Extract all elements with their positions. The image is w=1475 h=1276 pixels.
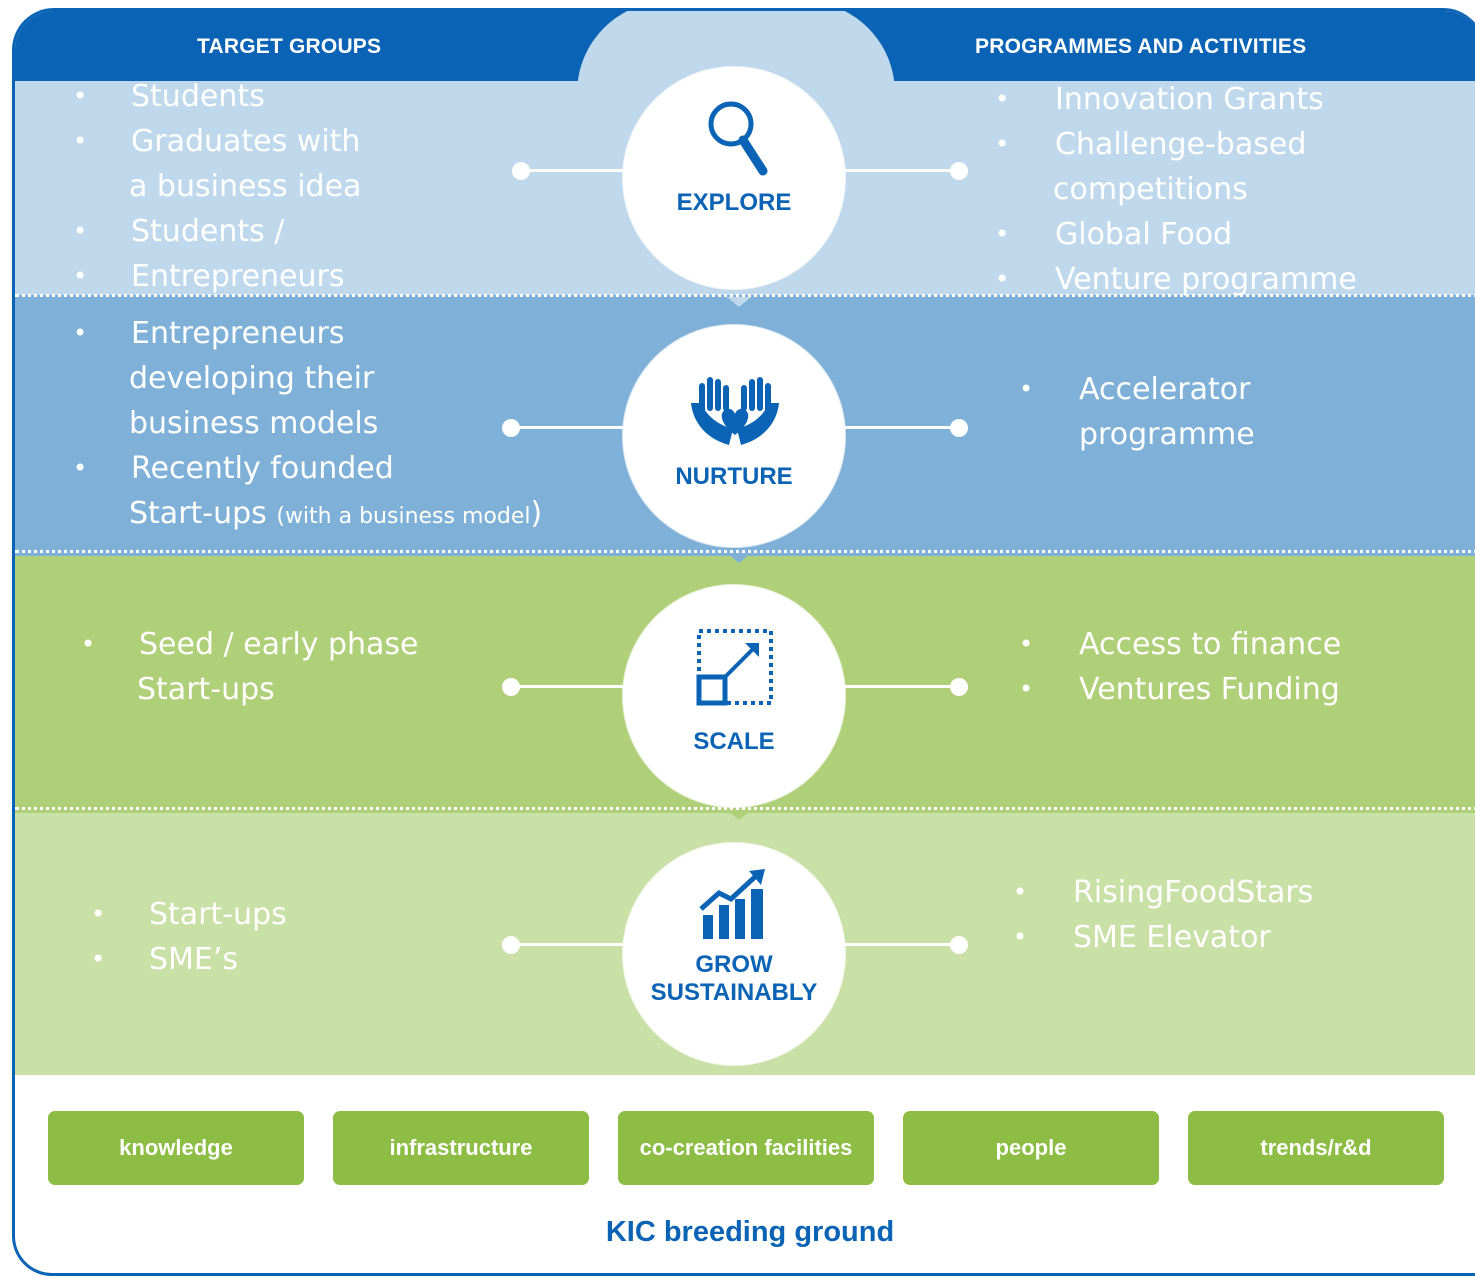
separator-notch xyxy=(727,297,751,307)
growth-chart-icon xyxy=(699,869,765,939)
explore-label: EXPLORE xyxy=(676,189,792,216)
separator xyxy=(15,294,1475,297)
connector-dot xyxy=(950,162,968,180)
grow-label-line1: GROW xyxy=(695,951,773,978)
connector-line xyxy=(521,169,633,172)
programmes-heading: PROGRAMMES AND ACTIVITIES xyxy=(975,35,1307,58)
startups-text: Start-ups xyxy=(129,496,267,531)
connector-line xyxy=(511,426,633,429)
pillar-co-creation-facilities: co-creation facilities xyxy=(618,1111,874,1185)
nurture-circle: NURTURE xyxy=(623,325,845,547)
connector-line xyxy=(511,943,633,946)
grow-circle: GROW SUSTAINABLY xyxy=(623,843,845,1065)
scale-circle: SCALE xyxy=(623,585,845,807)
connector-dot xyxy=(950,936,968,954)
separator-notch xyxy=(727,553,751,563)
connector-line xyxy=(511,685,633,688)
grow-label-line2: SUSTAINABLY xyxy=(650,979,818,1006)
caring-hands-icon xyxy=(691,377,779,445)
scale-label: SCALE xyxy=(693,728,775,755)
pillar-people: people xyxy=(903,1111,1159,1185)
connector-line xyxy=(845,943,957,946)
pillar-infrastructure: infrastructure xyxy=(333,1111,589,1185)
target-groups-heading: TARGET GROUPS xyxy=(197,35,382,58)
pillar-knowledge: knowledge xyxy=(48,1111,304,1185)
business-model-note: (with a business model xyxy=(276,504,531,529)
separator xyxy=(15,550,1475,553)
footer-title: KIC breeding ground xyxy=(605,1216,895,1248)
magnifier-icon xyxy=(708,101,768,176)
connector-line xyxy=(845,169,957,172)
closing-paren: ) xyxy=(530,496,543,531)
nurture-label: NURTURE xyxy=(675,463,793,490)
pillar-trends-rd: trends/r&d xyxy=(1188,1111,1444,1185)
connector-line xyxy=(845,426,957,429)
connector-line xyxy=(845,685,957,688)
separator xyxy=(15,807,1475,810)
connector-dot xyxy=(950,678,968,696)
separator-notch xyxy=(727,810,751,820)
scale-up-icon xyxy=(696,629,773,706)
explore-circle: EXPLORE xyxy=(623,67,845,289)
diagram-frame: TARGET GROUPS PROGRAMMES AND ACTIVITIES … xyxy=(12,8,1475,1276)
connector-dot xyxy=(950,419,968,437)
